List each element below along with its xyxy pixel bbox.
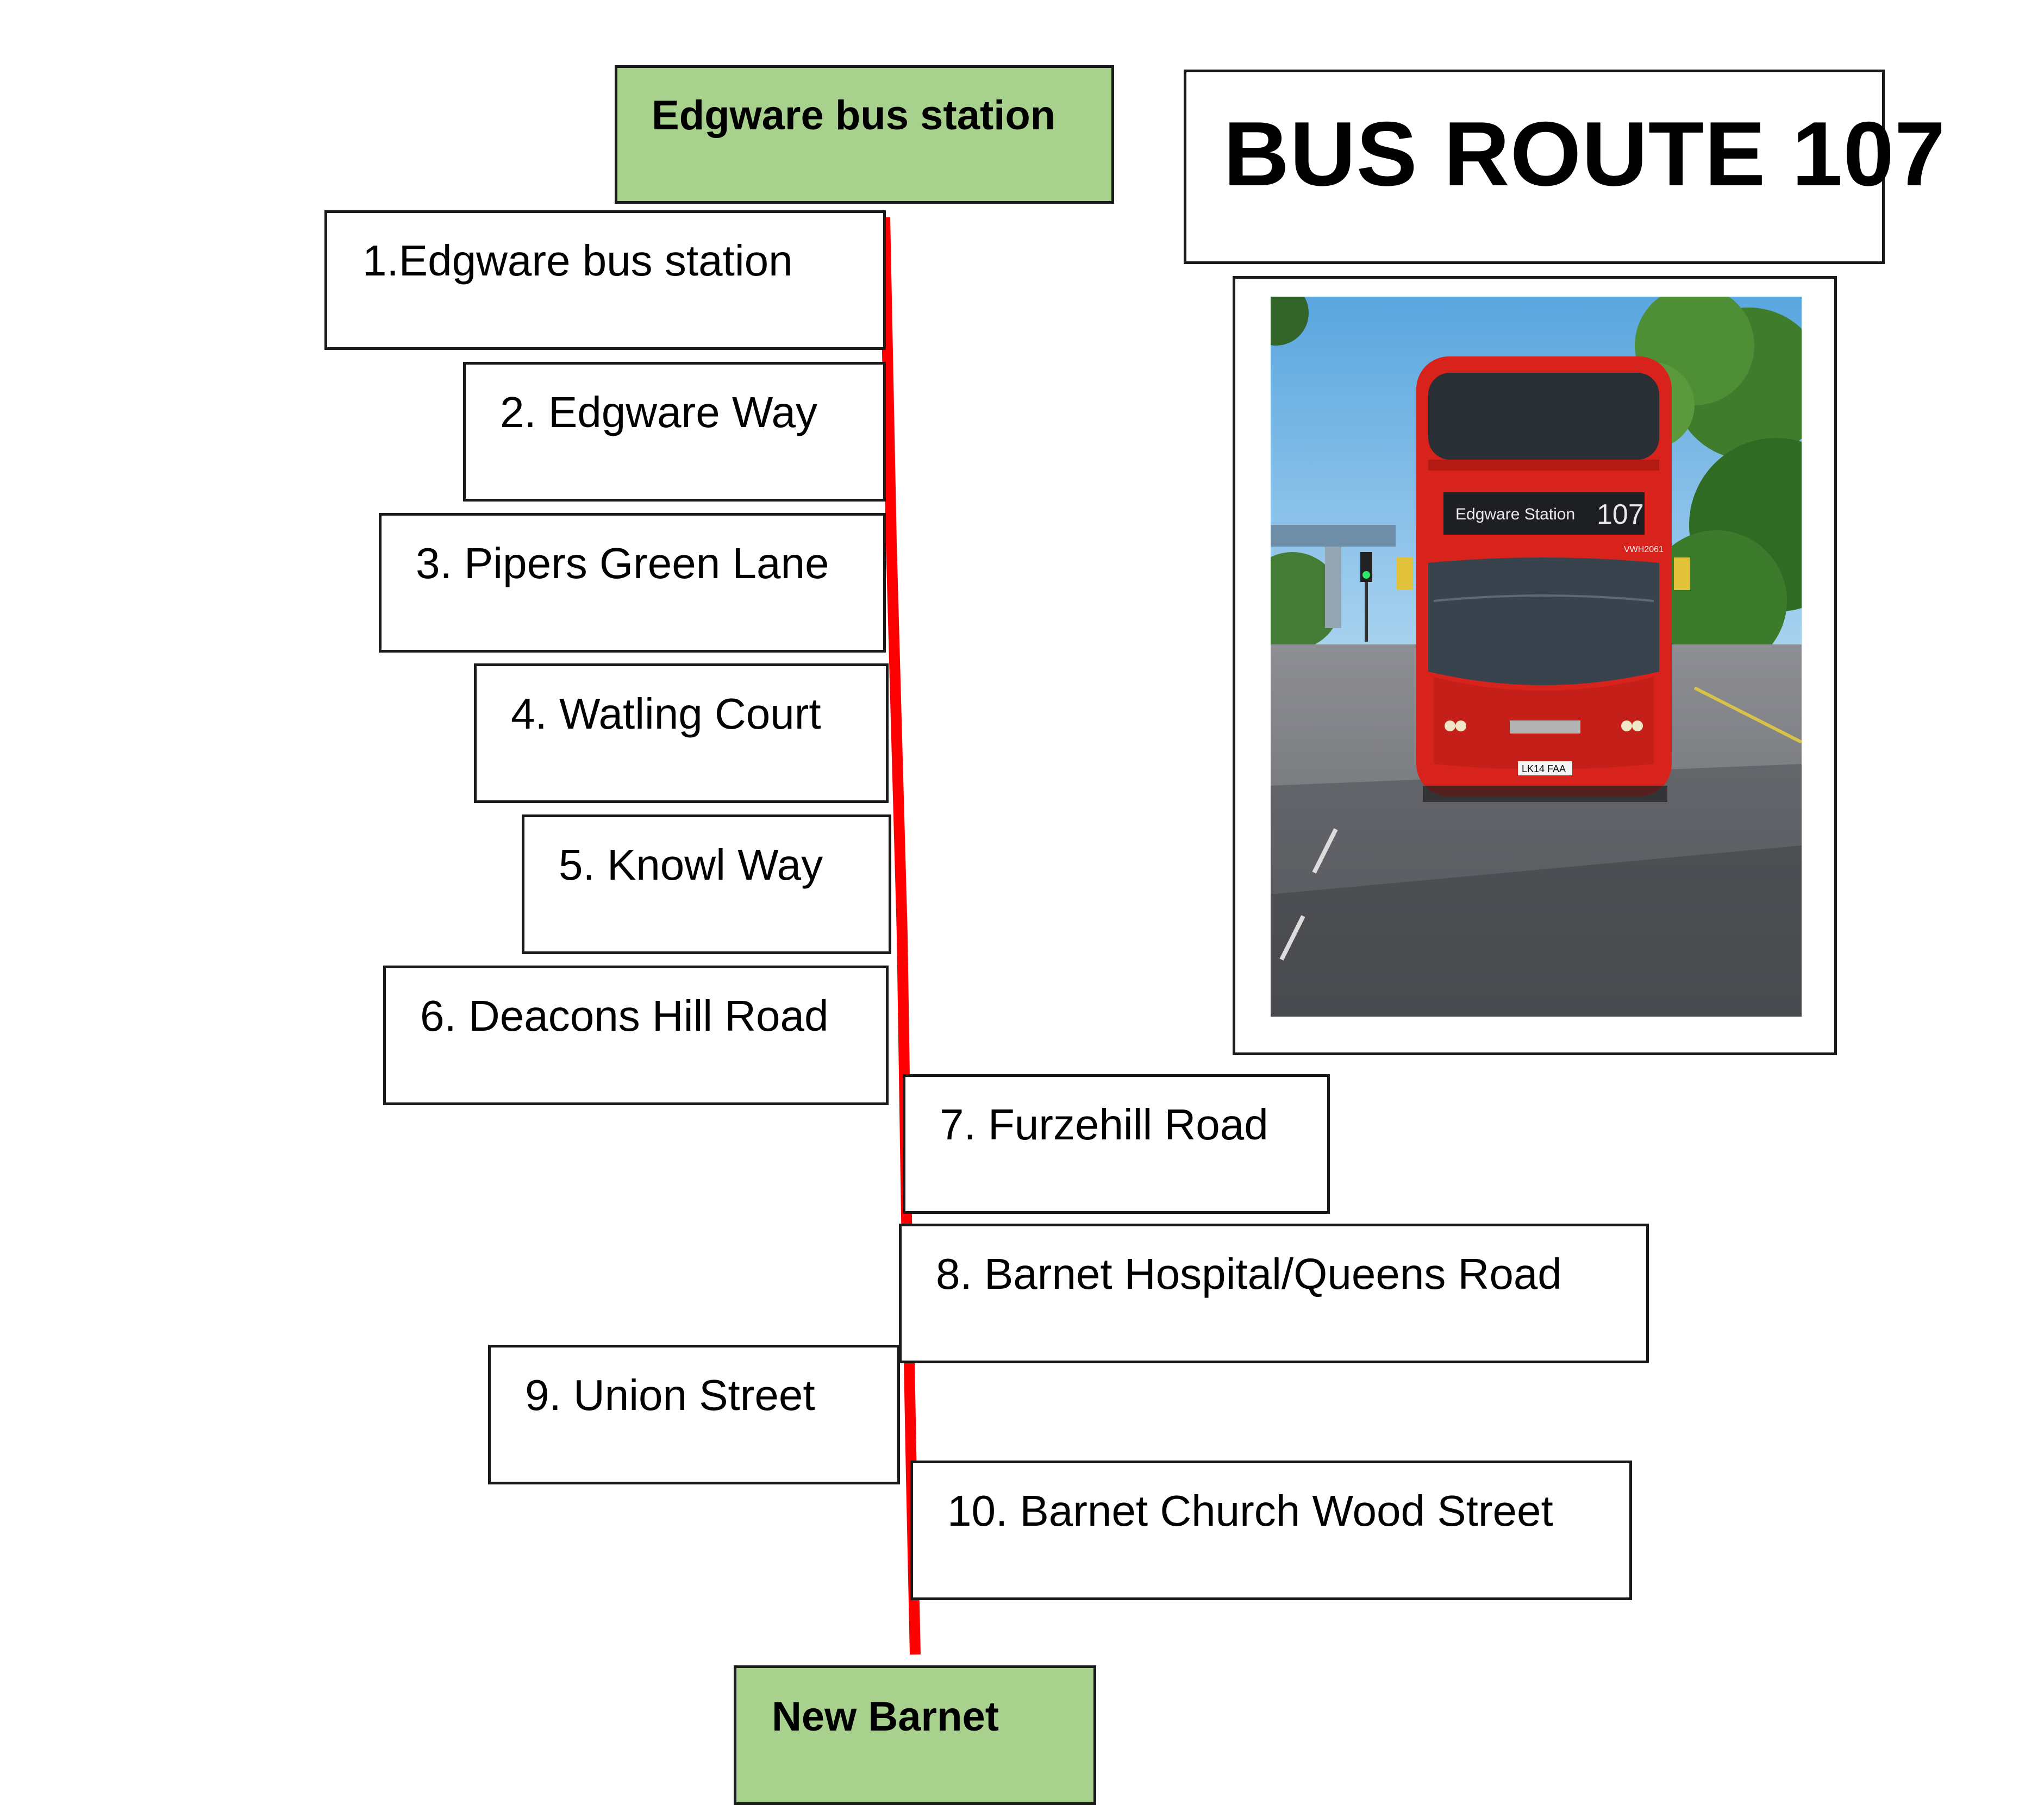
title-box: BUS ROUTE 107 [1184, 70, 1945, 264]
stop-label-4: 4. Watling Court [511, 690, 821, 738]
page-title: BUS ROUTE 107 [1223, 103, 1946, 205]
end-terminus-label: New Barnet [772, 1694, 999, 1740]
stop-box-5: 5. Knowl Way [522, 814, 891, 954]
stop-box-8: 8. Barnet Hospital/Queens Road [899, 1224, 1649, 1363]
stop-box-7: 7. Furzehill Road [903, 1074, 1330, 1214]
stop-box-4: 4. Watling Court [474, 663, 889, 803]
stop-box-3: 3. Pipers Green Lane [379, 513, 886, 653]
stop-box-1: 1.Edgware bus station [324, 210, 886, 350]
bus-route-number-display: 107 [1597, 499, 1644, 530]
stop-box-10: 10. Barnet Church Wood Street [910, 1461, 1632, 1600]
end-terminus-box: New Barnet [734, 1665, 1096, 1805]
stop-label-7: 7. Furzehill Road [940, 1100, 1268, 1149]
bus-fleet-number: VWH2061 [1624, 545, 1664, 554]
stop-label-5: 5. Knowl Way [559, 841, 823, 889]
bus-number-plate: LK14 FAA [1522, 763, 1566, 774]
stop-label-9: 9. Union Street [525, 1371, 815, 1419]
bus-destination-display: Edgware Station [1455, 505, 1575, 523]
stop-label-6: 6. Deacons Hill Road [420, 992, 829, 1040]
bus-photo: Edgware Station 107 VWH2061 LK14 FAA [1271, 297, 1802, 1017]
bus-photo-illustration: Edgware Station 107 VWH2061 LK14 FAA [1271, 297, 1802, 1017]
stop-box-2: 2. Edgware Way [463, 362, 886, 502]
start-terminus-label: Edgware bus station [652, 92, 1056, 139]
bus-photo-frame: Edgware Station 107 VWH2061 LK14 FAA [1233, 276, 1837, 1055]
stop-label-8: 8. Barnet Hospital/Queens Road [936, 1250, 1562, 1298]
stop-label-3: 3. Pipers Green Lane [416, 539, 829, 587]
start-terminus-box: Edgware bus station [615, 65, 1114, 204]
stop-label-10: 10. Barnet Church Wood Street [947, 1487, 1553, 1535]
stop-box-9: 9. Union Street [488, 1345, 900, 1484]
stop-box-6: 6. Deacons Hill Road [383, 966, 889, 1105]
stop-label-1: 1.Edgware bus station [362, 236, 793, 285]
stop-label-2: 2. Edgware Way [500, 388, 817, 436]
